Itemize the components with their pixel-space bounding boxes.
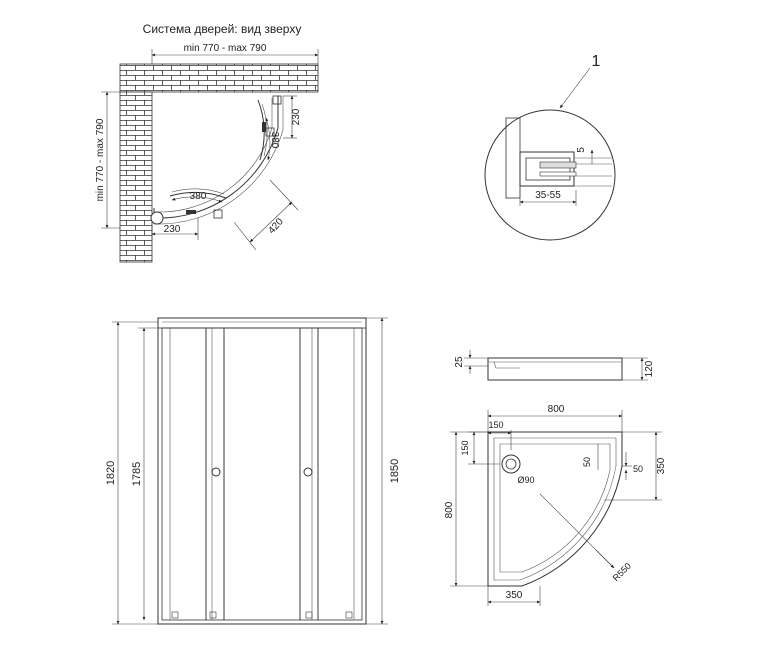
tray-top-view: 800 150 150 Ø90 50 50 350 800 350 xyxy=(444,404,667,606)
offset-150-x-label: 150 xyxy=(488,420,503,430)
dim-380-right-label: 380 xyxy=(269,132,280,149)
radius-label: R550 xyxy=(611,561,633,583)
top-view: Система дверей: вид зверху min 770 - max… xyxy=(95,22,319,263)
height-dimension: min 770 - max 790 xyxy=(95,91,120,229)
tray-depth-label: 800 xyxy=(444,501,455,518)
wall-top xyxy=(119,63,319,93)
edge-50-a-label: 50 xyxy=(582,457,592,467)
dim-420-label: 420 xyxy=(266,216,286,236)
handle-left-icon xyxy=(211,467,221,477)
width-range-label: min 770 - max 790 xyxy=(184,43,267,54)
detail-gap-label: 5 xyxy=(576,147,587,153)
dim-230-top: 230 xyxy=(283,95,302,139)
panel-center xyxy=(223,327,301,621)
roller-top xyxy=(272,95,282,105)
front-view: 1820 1785 1850 xyxy=(105,317,401,625)
width-350-label: 350 xyxy=(506,590,523,601)
tray-height-25-label: 25 xyxy=(454,356,465,368)
detail-profile xyxy=(519,151,575,187)
panel-left xyxy=(161,327,207,621)
height-1850-label: 1850 xyxy=(389,459,401,483)
drain-diameter-label: Ø90 xyxy=(517,475,534,485)
roller-mid xyxy=(213,209,223,219)
door-system xyxy=(150,95,284,225)
front-frame-top xyxy=(157,317,367,329)
handle-right-icon xyxy=(303,467,313,477)
dim-420: 420 xyxy=(233,179,299,251)
dim-230-bottom-label: 230 xyxy=(164,224,181,235)
top-view-title: Система дверей: вид зверху xyxy=(143,22,302,36)
tray-height-120-label: 120 xyxy=(644,360,655,377)
tray-width-label: 800 xyxy=(548,404,565,415)
dim-230-bottom: 230 xyxy=(151,218,199,240)
height-1820-label: 1820 xyxy=(105,461,117,485)
dim-230-top-label: 230 xyxy=(291,108,302,125)
front-frame-outer xyxy=(157,317,367,625)
handle-right xyxy=(262,122,266,132)
panel-right xyxy=(317,327,363,621)
detail-view: 1 5 35-55 xyxy=(484,53,616,241)
roller-bottom-3 xyxy=(305,611,313,619)
height-range-label: min 770 - max 790 xyxy=(95,118,106,201)
roller-bottom-4 xyxy=(345,611,353,619)
handle-bottom xyxy=(186,210,196,214)
offset-150-y-label: 150 xyxy=(460,440,470,455)
roller-bottom-2 xyxy=(209,611,217,619)
tray-outline xyxy=(487,431,623,587)
tray-side-view: 25 120 xyxy=(454,350,655,381)
roller-bottom-1 xyxy=(171,611,179,619)
roller-left xyxy=(150,211,164,225)
wall-left xyxy=(119,91,153,263)
drain-icon xyxy=(501,454,521,474)
detail-range-label: 35-55 xyxy=(535,190,561,201)
detail-glass-2 xyxy=(539,171,577,177)
dim-380-bottom-label: 380 xyxy=(190,191,207,202)
height-1785-label: 1785 xyxy=(131,462,143,486)
width-dimension: min 770 - max 790 xyxy=(151,43,319,64)
detail-profile-inner xyxy=(525,157,571,181)
detail-glass xyxy=(539,161,577,169)
detail-callout-number: 1 xyxy=(592,53,601,70)
edge-50-b-label: 50 xyxy=(633,464,643,474)
depth-350-label: 350 xyxy=(656,457,667,474)
